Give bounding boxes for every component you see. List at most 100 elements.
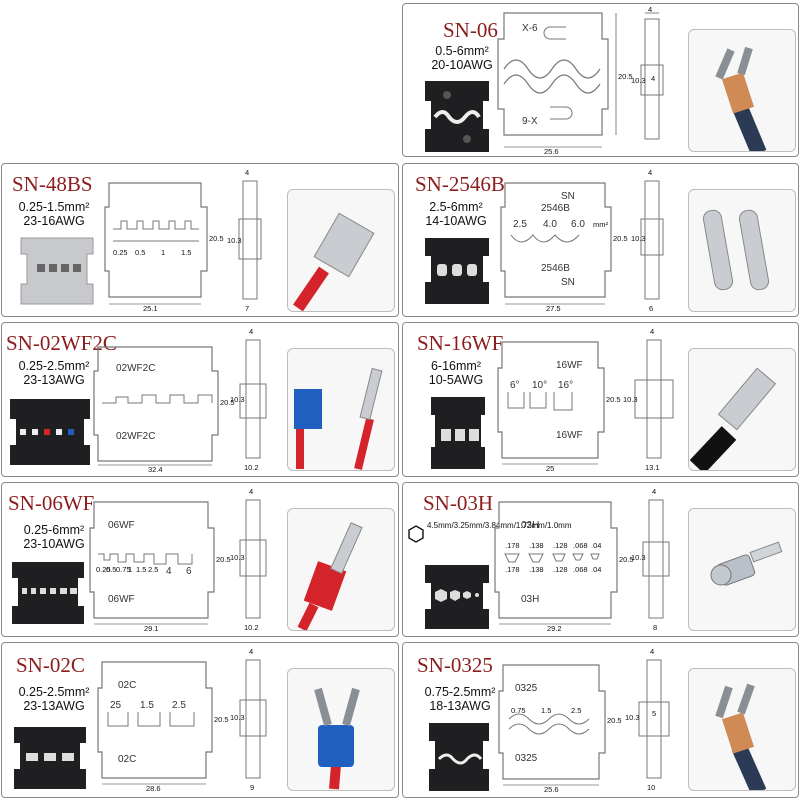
side-drawing: 4 10.3 9 <box>230 647 267 792</box>
card-sn2546b: SN-2546B 2.5-6mm² 14-10AWG SN 2546B 2.5 … <box>402 163 799 317</box>
die-label: .128 <box>553 541 568 550</box>
wire-range: 0.25-2.5mm² 23-13AWG <box>4 685 104 713</box>
die-label: .178 <box>505 565 520 574</box>
die-photo <box>12 562 84 624</box>
die-label: .178 <box>505 541 520 550</box>
dim-side-height: 10.3 <box>631 76 646 85</box>
die-label: 6° <box>510 380 520 391</box>
die-label: 0325 <box>515 683 538 694</box>
die-label: 0.25 <box>96 565 111 574</box>
terminal-photo <box>688 348 796 471</box>
bnc-connector-icon <box>710 541 783 586</box>
side-drawing: 4 10.3 5 10 <box>625 647 670 792</box>
die-label: 4 <box>166 566 172 577</box>
die-label: 1.5 <box>140 700 154 711</box>
front-drawing: 03H .178 .138 .128 .068 .04 .178 .138 .1… <box>494 501 634 633</box>
front-drawing: 0325 0.75 1.5 2.5 0325 25.6 20.5 <box>498 664 622 794</box>
dim-width: 25.6 <box>544 147 559 156</box>
range-awg: 23-13AWG <box>23 699 85 713</box>
die-label: 2.5 <box>148 565 158 574</box>
dim-thickness: 4 <box>249 327 253 336</box>
dim-thickness: 4 <box>245 168 249 177</box>
card-sn02wf2c: SN-02WF2C 0.25-2.5mm² 23-13AWG 02WF2C 02… <box>1 322 399 477</box>
die-photo <box>431 397 485 469</box>
dim-width: 25.1 <box>143 304 158 313</box>
terminal-photo <box>688 668 796 791</box>
dim-width: 29.2 <box>547 624 562 633</box>
dim-height: 20.5 <box>606 395 621 404</box>
dim-bottom: 10 <box>647 783 655 792</box>
dim-thickness: 4 <box>650 327 654 336</box>
dim-height: 20.5 <box>619 555 634 564</box>
die-photo <box>425 565 489 629</box>
die-label: 2.5 <box>172 700 186 711</box>
terminal-photo <box>688 508 796 631</box>
card-title: SN-03H <box>423 491 494 515</box>
range-awg: 14-10AWG <box>425 214 487 228</box>
range-mm: 0.5-6mm² <box>435 44 489 58</box>
dim-thickness: 4 <box>652 487 656 496</box>
range-awg: 23-10AWG <box>23 537 85 551</box>
die-label: 03H <box>521 594 539 605</box>
front-drawing: 02WF2C 02WF2C 32.4 20.5 <box>93 346 235 474</box>
range-mm: 0.25-6mm² <box>23 523 85 537</box>
die-label: 0325 <box>515 753 538 764</box>
die-label: 6.0 <box>571 219 585 230</box>
die-photo <box>14 727 86 789</box>
dim-width: 28.6 <box>146 784 161 793</box>
dim-height: 20.5 <box>220 398 235 407</box>
terminal-photo <box>287 508 395 631</box>
dim-mid: 4 <box>651 74 655 83</box>
red-ferrule-icon <box>297 522 363 630</box>
die-label: 1.5 <box>136 565 146 574</box>
die-label: mm² <box>593 220 608 229</box>
range-mm: 0.25-1.5mm² <box>18 200 90 214</box>
side-drawing: 4 10.3 10.2 <box>230 327 267 472</box>
die-label: 1 <box>161 248 165 257</box>
dim-bottom: 6 <box>649 304 653 313</box>
card-title: SN-06 <box>443 18 498 42</box>
dim-bottom: 8 <box>653 623 657 632</box>
range-awg: 10-5AWG <box>428 373 484 387</box>
dim-thickness: 4 <box>648 168 652 177</box>
terminal-photo <box>287 189 395 312</box>
die-photo <box>425 81 489 152</box>
dim-height: 20.5 <box>214 715 229 724</box>
fork-terminal-icon <box>715 46 767 151</box>
dim-bottom: 7 <box>245 304 249 313</box>
terminal-photo <box>287 348 395 471</box>
dim-width: 25 <box>546 464 554 473</box>
range-mm: 0.25-2.5mm² <box>18 359 90 373</box>
insulated-fork-icon <box>715 683 767 790</box>
die-label: 0.5 <box>106 565 116 574</box>
dim-bottom: 9 <box>250 783 254 792</box>
die-label: 06WF <box>108 520 135 531</box>
blue-fork-terminal-icon <box>314 687 360 790</box>
die-label: 1.5 <box>541 706 551 715</box>
front-drawing: X-6 9-X 25.6 20.5 <box>497 12 633 156</box>
die-label: 0.75 <box>116 565 131 574</box>
dim-side-height: 10.3 <box>227 236 242 245</box>
dim-height: 20.5 <box>216 555 231 564</box>
card-title: SN-16WF <box>417 331 504 355</box>
front-drawing: 02C 25 1.5 2.5 02C 28.6 20.5 <box>97 661 229 793</box>
spade-terminal-icon <box>293 212 375 311</box>
die-label: 0.5 <box>135 248 145 257</box>
die-label: .04 <box>591 541 601 550</box>
dim-width: 32.4 <box>148 465 163 474</box>
die-label: 02C <box>118 754 136 765</box>
die-label: 16WF <box>556 360 583 371</box>
wire-range: 0.25-6mm² 23-10AWG <box>4 523 104 551</box>
side-drawing: 4 10.3 6 <box>631 168 664 313</box>
card-sn02c: SN-02C 0.25-2.5mm² 23-13AWG 02C 25 1.5 2… <box>1 642 399 798</box>
die-label: .068 <box>573 565 588 574</box>
terminal-photo <box>688 29 796 152</box>
black-ferrule-icon <box>689 367 777 470</box>
die-label: 02WF2C <box>116 431 155 442</box>
die-photo <box>20 237 94 305</box>
dim-side-height: 10.3 <box>623 395 638 404</box>
card-sn48bs: SN-48BS 0.25-1.5mm² 23-16AWG 0.25 0.5 1 … <box>1 163 399 317</box>
card-title: SN-2546B <box>415 172 505 196</box>
die-label: 2546B <box>541 263 570 274</box>
card-title: SN-06WF <box>8 491 95 515</box>
